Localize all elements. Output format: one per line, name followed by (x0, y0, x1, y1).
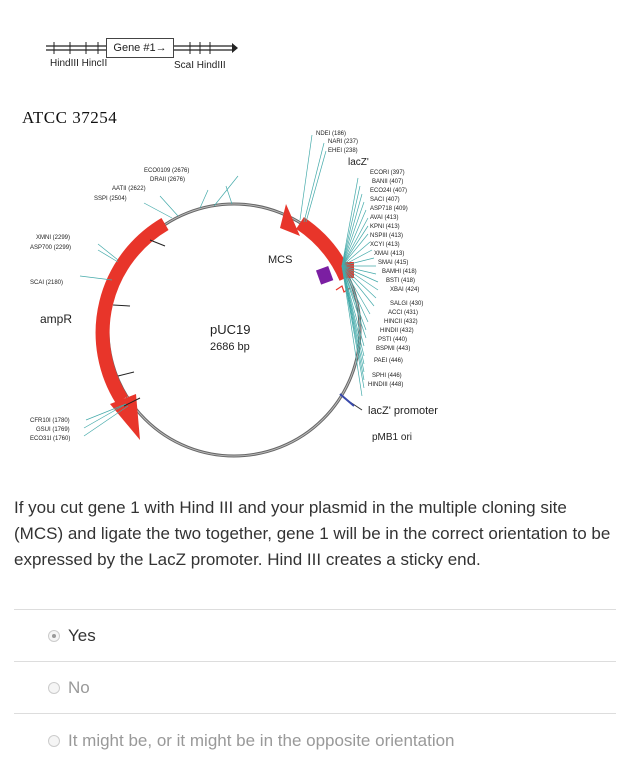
site-label-mcs: KPNI (413) (370, 224, 400, 230)
site-label-upper-left: SSPI (2504) (94, 196, 127, 202)
lacz-promoter-label: lacZ' promoter (368, 405, 438, 417)
site-label-mcs: XMAI (413) (374, 251, 404, 257)
plasmid-size: 2686 bp (210, 341, 250, 353)
divider (14, 609, 616, 610)
option-yes-label: Yes (68, 626, 96, 645)
atcc-label: ATCC 37254 (22, 108, 118, 127)
gene-sites-left: HindIII HincII (50, 58, 108, 69)
option-no-label: No (68, 678, 90, 697)
lacz-arrowhead (280, 204, 300, 236)
option-maybe-label: It might be, or it might be in the oppos… (68, 731, 455, 750)
gene-label: Gene #1→ (106, 38, 174, 58)
plasmid-map: MCS (30, 131, 438, 458)
lacz-label: lacZ' (348, 157, 369, 168)
site-label-mcs: ECO24I (407) (370, 188, 407, 194)
site-labels-lower-left: CFR10I (1780) GSUI (1769) ECO31I (1760) (30, 418, 70, 442)
site-labels-mcs: ECORI (397) BANII (407) ECO24I (407) SAC… (368, 170, 423, 388)
radio-no[interactable] (48, 682, 60, 694)
site-label-mcs: HINCII (432) (384, 319, 418, 325)
site-label-lower-left: GSUI (1769) (36, 427, 70, 433)
promoter-tick (339, 393, 355, 407)
site-label-mcs: HINDII (432) (380, 328, 414, 334)
site-label-mcs: XCYI (413) (370, 242, 400, 248)
site-label-top: NDEI (186) (316, 131, 346, 137)
ampr-label: ampR (40, 312, 72, 326)
site-label-lower-left: CFR10I (1780) (30, 418, 70, 424)
site-label-mcs: XBAI (424) (390, 287, 419, 293)
site-label-mcs: HINDIII (448) (368, 382, 403, 388)
mcs-label: MCS (268, 254, 292, 266)
site-label-left: ASP700 (2299) (30, 245, 71, 251)
site-label-mcs: SMAI (415) (378, 260, 408, 266)
site-label-mcs: ASP718 (409) (370, 206, 408, 212)
site-label-mcs: AVAI (413) (370, 215, 398, 221)
site-label-upper-left: AATII (2622) (112, 186, 146, 192)
question-text: If you cut gene 1 with Hind III and your… (14, 498, 611, 569)
ori-label: pMB1 ori (372, 432, 412, 443)
site-label-top: EHEI (238) (328, 148, 358, 154)
site-label-top: NARI (237) (328, 139, 358, 145)
site-labels-upper-left: ECO0109 (2676) DRAII (2676) AATII (2622)… (94, 168, 189, 202)
radio-maybe[interactable] (48, 735, 60, 747)
site-label-mcs: ECORI (397) (370, 170, 405, 176)
site-label-mcs: SACI (407) (370, 197, 400, 203)
site-label-left: XMNI (2299) (36, 235, 70, 241)
site-label-mcs: SALGI (430) (390, 301, 423, 307)
radio-yes[interactable] (48, 630, 60, 642)
site-label-upper-left: ECO0109 (2676) (144, 168, 189, 174)
site-label-mcs: SPHI (446) (372, 373, 402, 379)
mcs-box (315, 266, 334, 285)
scai-site-label: SCAI (2180) (30, 280, 63, 286)
site-label-lower-left: ECO31I (1760) (30, 436, 70, 442)
divider (14, 661, 616, 662)
site-labels-top: NDEI (186) NARI (237) EHEI (238) (316, 131, 358, 154)
site-label-mcs: PAEI (446) (374, 358, 403, 364)
ampr-arrowhead (110, 394, 140, 440)
option-maybe[interactable]: It might be, or it might be in the oppos… (48, 731, 455, 751)
site-label-mcs: PSTI (440) (378, 337, 407, 343)
site-label-mcs: ACCI (431) (388, 310, 418, 316)
ampr-arrow (95, 217, 169, 404)
site-label-mcs: BSTI (418) (386, 278, 415, 284)
option-no[interactable]: No (48, 678, 90, 698)
gene-sites-right: ScaI HindIII (174, 60, 226, 71)
divider (14, 713, 616, 714)
site-label-mcs: BAMHI (418) (382, 269, 417, 275)
mcs-site-lines (79, 134, 379, 437)
site-label-mcs: BANII (407) (372, 179, 403, 185)
option-yes[interactable]: Yes (48, 626, 96, 646)
site-label-mcs: BSPMI (443) (376, 346, 410, 352)
site-label-upper-left: DRAII (2676) (150, 177, 185, 183)
plasmid-name: pUC19 (210, 322, 250, 337)
site-labels-left: XMNI (2299) ASP700 (2299) (30, 235, 71, 251)
site-label-mcs: NSPIII (413) (370, 233, 403, 239)
